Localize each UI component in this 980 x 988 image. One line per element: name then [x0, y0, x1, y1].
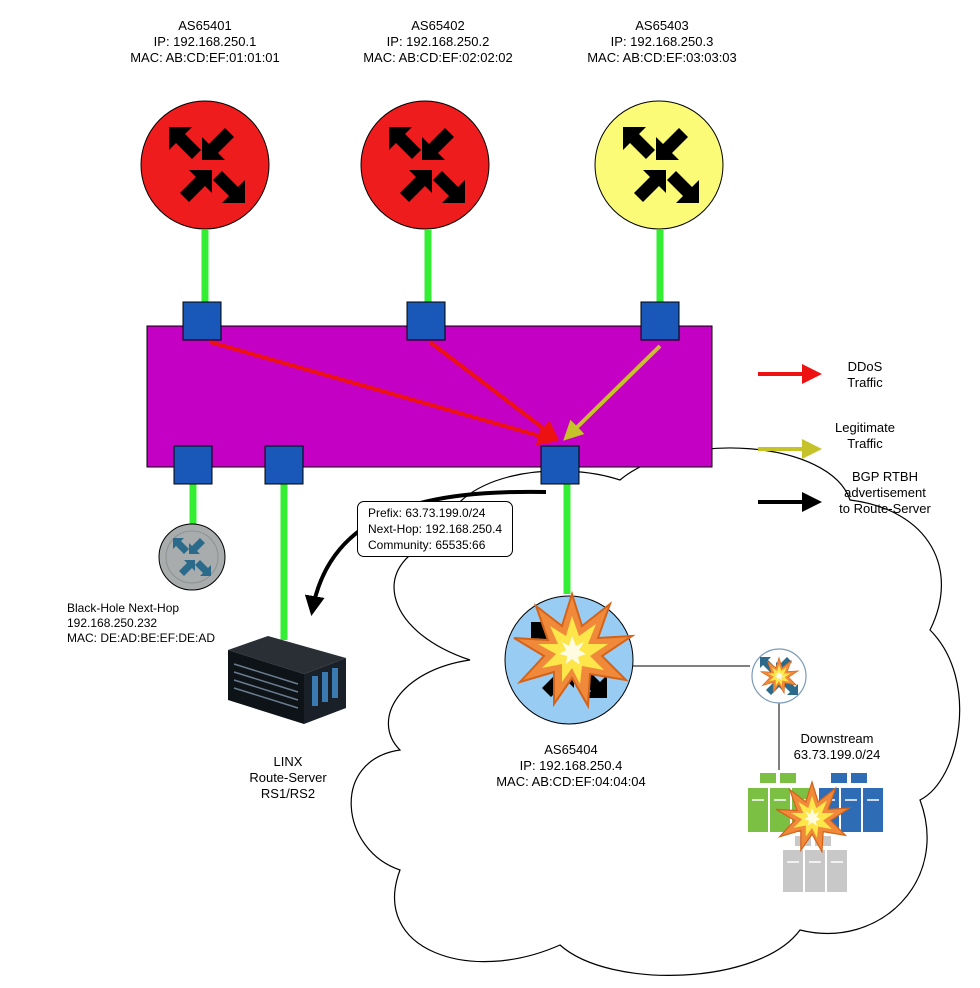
- announcement-prefix: Prefix: 63.73.199.0/24: [368, 506, 486, 520]
- port-as65403: [640, 301, 680, 341]
- downstream-servers-icon[interactable]: [748, 773, 883, 892]
- router-as65404-icon[interactable]: [504, 593, 634, 725]
- port-as65401: [182, 301, 222, 341]
- legend-legit-label: Legitimate Traffic: [815, 420, 915, 452]
- route-server-line2: Route-Server: [249, 770, 327, 785]
- router-as65402-label: AS65402 IP: 192.168.250.2 MAC: AB:CD:EF:…: [358, 18, 518, 66]
- router-as65401-as: AS65401: [178, 18, 232, 33]
- legend-rtbh-line2: advertisement: [844, 485, 926, 500]
- rtbh-announcement-box: Prefix: 63.73.199.0/24 Next-Hop: 192.168…: [357, 501, 514, 557]
- route-server-line1: LINX: [273, 754, 303, 769]
- router-as65403-label: AS65403 IP: 192.168.250.3 MAC: AB:CD:EF:…: [582, 18, 742, 66]
- port-route-server: [264, 445, 304, 485]
- blackhole-mac: MAC: DE:AD:BE:EF:DE:AD: [67, 631, 216, 645]
- legend-rtbh-line3: to Route-Server: [839, 501, 931, 516]
- downstream-label: Downstream 63.73.199.0/24: [782, 731, 892, 763]
- blackhole-router-icon[interactable]: [158, 523, 226, 591]
- router-as65404-as: AS65404: [544, 742, 598, 757]
- router-as65403-as: AS65403: [635, 18, 689, 33]
- announcement-community: Community: 65535:66: [368, 538, 486, 552]
- route-server-label: LINX Route-Server RS1/RS2: [228, 754, 348, 802]
- router-as65401-icon[interactable]: [140, 100, 270, 230]
- legend-ddos-label: DDoS Traffic: [820, 359, 910, 391]
- router-as65402-icon[interactable]: [360, 100, 490, 230]
- downstream-prefix: 63.73.199.0/24: [793, 747, 881, 762]
- announcement-next-hop: Next-Hop: 192.168.250.4: [368, 522, 503, 536]
- legend-ddos-line1: DDoS: [847, 359, 883, 374]
- router-as65403-icon[interactable]: [594, 100, 724, 230]
- ixp-ports: [173, 301, 680, 485]
- ddos-traffic-arrow-1: [209, 340, 558, 446]
- port-as65404: [540, 445, 580, 485]
- ddos-traffic-arrow-2: [428, 340, 560, 441]
- legend-rtbh-label: BGP RTBH advertisement to Route-Server: [830, 469, 940, 517]
- legend-ddos-line2: Traffic: [847, 375, 883, 390]
- router-as65404-label: AS65404 IP: 192.168.250.4 MAC: AB:CD:EF:…: [486, 742, 656, 790]
- router-as65403-mac: MAC: AB:CD:EF:03:03:03: [587, 50, 737, 65]
- route-server-icon[interactable]: [228, 636, 346, 724]
- downstream-router-icon[interactable]: [751, 648, 807, 704]
- router-as65402-mac: MAC: AB:CD:EF:02:02:02: [363, 50, 513, 65]
- router-as65401-ip: IP: 192.168.250.1: [153, 34, 257, 49]
- router-as65403-ip: IP: 192.168.250.3: [610, 34, 714, 49]
- router-as65401-mac: MAC: AB:CD:EF:01:01:01: [130, 50, 280, 65]
- route-server-line3: RS1/RS2: [260, 786, 316, 801]
- legend-legit-line2: Traffic: [847, 436, 883, 451]
- legend-rtbh-line1: BGP RTBH: [852, 469, 918, 484]
- blackhole-ip: 192.168.250.232: [67, 616, 158, 630]
- router-as65402-as: AS65402: [411, 18, 465, 33]
- legend-legit-line1: Legitimate: [835, 420, 895, 435]
- links: [189, 230, 664, 640]
- router-as65404-ip: IP: 192.168.250.4: [519, 758, 623, 773]
- blackhole-title: Black-Hole Next-Hop: [67, 601, 180, 615]
- port-as65402: [406, 301, 446, 341]
- port-blackhole: [173, 445, 213, 485]
- router-as65404-mac: MAC: AB:CD:EF:04:04:04: [496, 774, 646, 789]
- downstream-title: Downstream: [800, 731, 874, 746]
- router-as65401-label: AS65401 IP: 192.168.250.1 MAC: AB:CD:EF:…: [125, 18, 285, 66]
- blackhole-label: Black-Hole Next-Hop 192.168.250.232 MAC:…: [67, 601, 215, 646]
- router-as65402-ip: IP: 192.168.250.2: [386, 34, 490, 49]
- legit-traffic-arrow: [563, 344, 662, 441]
